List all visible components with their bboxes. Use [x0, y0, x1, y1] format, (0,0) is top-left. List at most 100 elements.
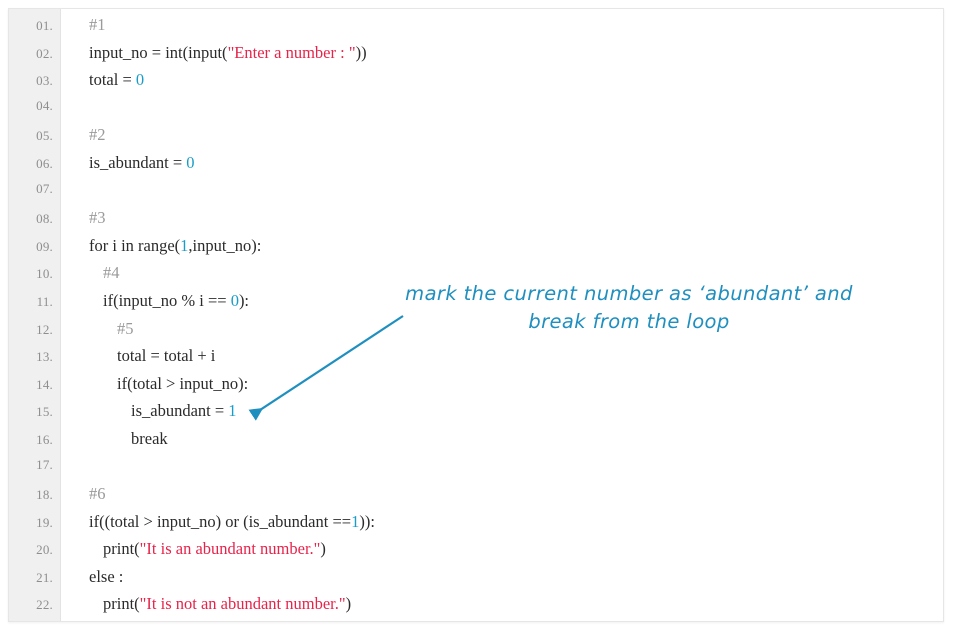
code-token-plain: for i in range(: [89, 235, 181, 255]
code-text: input_no = int(input("Enter a number : "…: [59, 43, 943, 63]
code-token-plain: ):: [238, 290, 250, 310]
code-line[interactable]: 13. total = total + i: [9, 346, 943, 374]
code-text: is_abundant = 0: [59, 153, 943, 173]
line-number: 08.: [36, 211, 53, 227]
code-line[interactable]: 05. #2: [9, 125, 943, 153]
code-token-num: 0: [135, 70, 145, 90]
code-token-plain: )):: [359, 511, 375, 531]
code-token-plain: if(total > input_no):: [117, 373, 249, 393]
code-line[interactable]: 18. #6: [9, 484, 943, 512]
line-number: 07.: [36, 180, 53, 196]
line-number-gutter: [9, 9, 61, 621]
code-text: is_abundant = 1: [59, 401, 943, 421]
code-token-com: #4: [103, 263, 120, 283]
code-line[interactable]: 04.: [9, 98, 943, 126]
code-text: #2: [59, 125, 943, 145]
line-number: 10.: [36, 266, 53, 282]
code-token-com: #3: [89, 208, 106, 228]
code-token-plain: total =: [89, 70, 136, 90]
code-line[interactable]: 09. for i in range(1,input_no):: [9, 236, 943, 264]
code-lines: 01. #1 02. input_no = int(input("Enter a nu…: [9, 15, 943, 621]
code-text: if((total > input_no) or (is_abundant ==…: [59, 512, 943, 532]
code-token-num: 1: [351, 511, 360, 531]
code-line[interactable]: 07.: [9, 181, 943, 209]
code-text: if(input_no % i == 0):: [59, 291, 943, 311]
code-token-plain: ,input_no):: [188, 235, 262, 255]
code-text: else :: [59, 567, 943, 587]
code-line[interactable]: 21. else :: [9, 567, 943, 595]
code-token-plain: ): [320, 539, 326, 559]
code-listing: 01. #1 02. input_no = int(input("Enter a nu…: [9, 9, 943, 621]
code-token-com: #6: [89, 484, 106, 504]
code-token-plain: else :: [89, 566, 124, 586]
code-text: print("It is an abundant number."): [59, 539, 943, 559]
code-text: #5: [59, 319, 943, 339]
line-number: 09.: [36, 238, 53, 254]
code-token-plain: input_no = int(input(: [89, 42, 228, 62]
code-line[interactable]: 14. if(total > input_no):: [9, 374, 943, 402]
code-text: #1: [59, 15, 943, 35]
line-number: 16.: [36, 431, 53, 447]
code-token-str: "Enter a number : ": [227, 42, 356, 62]
code-line[interactable]: 20. print("It is an abundant number."): [9, 539, 943, 567]
code-token-com: #5: [117, 318, 134, 338]
line-number: 05.: [36, 128, 53, 144]
code-token-plain: if((total > input_no) or (is_abundant ==: [89, 511, 352, 531]
line-number: 03.: [36, 73, 53, 89]
code-token-str: "It is an abundant number.": [139, 539, 321, 559]
line-number: 15.: [36, 404, 53, 420]
line-number: 04.: [36, 97, 53, 113]
code-line[interactable]: 17.: [9, 457, 943, 485]
code-token-num: 0: [186, 152, 195, 172]
code-line[interactable]: 16. break: [9, 429, 943, 457]
code-token-plain: )): [355, 42, 367, 62]
code-token-plain: ): [345, 594, 352, 614]
code-line[interactable]: 03. total = 0: [9, 70, 943, 98]
code-line[interactable]: 15. is_abundant = 1: [9, 401, 943, 429]
code-line[interactable]: 12. #5: [9, 319, 943, 347]
code-token-plain: is_abundant =: [89, 152, 187, 172]
code-text: if(total > input_no):: [59, 374, 943, 394]
code-token-num: 1: [180, 235, 189, 255]
line-number: 12.: [36, 321, 53, 337]
code-token-plain: if(input_no % i ==: [103, 290, 231, 310]
code-line[interactable]: 19. if((total > input_no) or (is_abundant…: [9, 512, 943, 540]
code-token-str: "It is not an abundant number.": [139, 594, 346, 614]
line-number: 06.: [36, 155, 53, 171]
line-number: 13.: [36, 349, 53, 365]
code-token-num: 0: [230, 290, 239, 310]
code-token-num: 1: [228, 401, 237, 421]
line-number: 14.: [36, 376, 53, 392]
code-line[interactable]: 06. is_abundant = 0: [9, 153, 943, 181]
code-text: break: [59, 429, 943, 449]
code-text: total = 0: [59, 70, 943, 90]
code-line[interactable]: 02. input_no = int(input("Enter a number …: [9, 43, 943, 71]
code-line[interactable]: 22. print("It is not an abundant number."…: [9, 594, 943, 621]
line-number: 01.: [36, 18, 53, 33]
code-line[interactable]: 01. #1: [9, 15, 943, 43]
code-token-com: #1: [89, 15, 106, 34]
line-number: 21.: [36, 569, 53, 585]
code-token-com: #2: [89, 125, 106, 145]
line-number: 18.: [36, 487, 53, 503]
code-line[interactable]: 10. #4: [9, 263, 943, 291]
code-text: #3: [59, 208, 943, 228]
line-number: 11.: [36, 293, 53, 309]
code-token-plain: print(: [103, 539, 140, 559]
code-text: for i in range(1,input_no):: [59, 236, 943, 256]
line-number: 19.: [36, 514, 53, 530]
line-number: 17.: [36, 456, 53, 472]
code-text: total = total + i: [59, 346, 943, 366]
code-token-plain: is_abundant =: [131, 401, 229, 421]
code-line[interactable]: 11. if(input_no % i == 0):: [9, 291, 943, 319]
code-token-plain: break: [131, 428, 168, 448]
code-text: #6: [59, 484, 943, 504]
line-number: 22.: [36, 597, 53, 613]
line-number: 02.: [36, 45, 53, 61]
code-text: #4: [59, 263, 943, 283]
code-token-plain: total = total + i: [117, 346, 216, 366]
line-number: 20.: [36, 542, 53, 558]
code-line[interactable]: 08. #3: [9, 208, 943, 236]
code-snippet-card: 01. #1 02. input_no = int(input("Enter a nu…: [8, 8, 944, 622]
code-token-plain: print(: [103, 594, 140, 614]
